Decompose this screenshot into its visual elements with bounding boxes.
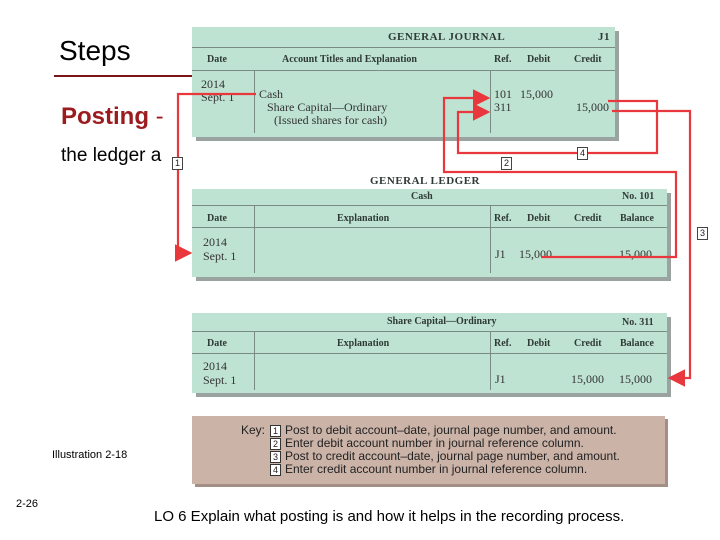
share-credit: 15,000 [571, 372, 604, 386]
marker-2: 2 [501, 157, 512, 170]
journal-credit-amount: 15,000 [576, 100, 609, 114]
cash-header-credit: Credit [574, 213, 602, 224]
share-header-balance: Balance [620, 338, 654, 349]
general-journal-panel: GENERAL JOURNAL J1 Date Account Titles a… [192, 27, 615, 137]
marker-4: 4 [577, 147, 588, 160]
journal-title: GENERAL JOURNAL [388, 31, 506, 43]
journal-header-date: Date [207, 54, 227, 65]
journal-credit-ref: 311 [494, 100, 512, 114]
cash-header-explanation: Explanation [337, 213, 390, 224]
posting-heading: Posting - [61, 103, 164, 131]
cash-account-number: No. 101 [622, 191, 655, 202]
journal-page: J1 [598, 31, 610, 43]
journal-debit-ref: 101 [494, 87, 512, 101]
share-balance: 15,000 [619, 372, 652, 386]
key-label: Key: [241, 423, 266, 437]
share-header-date: Date [207, 338, 227, 349]
arrow-4 [612, 109, 692, 387]
share-header-debit: Debit [527, 338, 551, 349]
journal-header-ref: Ref. [494, 54, 512, 65]
share-date: Sept. 1 [203, 373, 237, 387]
journal-header-credit: Credit [574, 54, 602, 65]
journal-debit-amount: 15,000 [520, 87, 553, 101]
share-account-number: No. 311 [622, 317, 654, 328]
share-capital-ledger-panel: Share Capital—Ordinary No. 311 Date Expl… [192, 313, 667, 393]
journal-header-account: Account Titles and Explanation [282, 54, 417, 65]
share-header-credit: Credit [574, 338, 602, 349]
cash-ledger-panel: Cash No. 101 Date Explanation Ref. Debit… [192, 189, 667, 277]
cash-account-name: Cash [411, 191, 433, 202]
ledger-fragment-text: the ledger a [61, 145, 162, 166]
posting-dash: - [155, 103, 164, 130]
share-ref: J1 [495, 372, 506, 386]
journal-debit-account: Cash [259, 87, 283, 101]
arrow-1 [174, 92, 256, 262]
slide-title: Steps [59, 35, 131, 66]
journal-header-debit: Debit [527, 54, 551, 65]
marker-1: 1 [172, 157, 183, 170]
slide-number: 2-26 [16, 498, 39, 510]
posting-word: Posting [61, 103, 149, 130]
arrow-3 [456, 99, 659, 155]
journal-year: 2014 [201, 77, 225, 91]
title-underline [54, 75, 204, 77]
share-account-name: Share Capital—Ordinary [387, 316, 497, 327]
marker-3: 3 [697, 227, 708, 240]
cash-header-debit: Debit [527, 213, 551, 224]
cash-ref: J1 [495, 247, 506, 261]
illustration-label: Illustration 2-18 [52, 449, 128, 461]
arrow-2 [442, 89, 678, 259]
journal-explanation: (Issued shares for cash) [274, 113, 387, 127]
cash-year: 2014 [203, 235, 227, 249]
share-header-explanation: Explanation [337, 338, 390, 349]
share-year: 2014 [203, 359, 227, 373]
cash-header-ref: Ref. [494, 213, 512, 224]
share-header-ref: Ref. [494, 338, 512, 349]
ledger-title: GENERAL LEDGER [370, 175, 480, 187]
cash-date: Sept. 1 [203, 249, 237, 263]
journal-credit-account: Share Capital—Ordinary [267, 100, 388, 114]
cash-header-date: Date [207, 213, 227, 224]
cash-header-balance: Balance [620, 213, 654, 224]
learning-objective: LO 6 Explain what posting is and how it … [154, 508, 625, 525]
